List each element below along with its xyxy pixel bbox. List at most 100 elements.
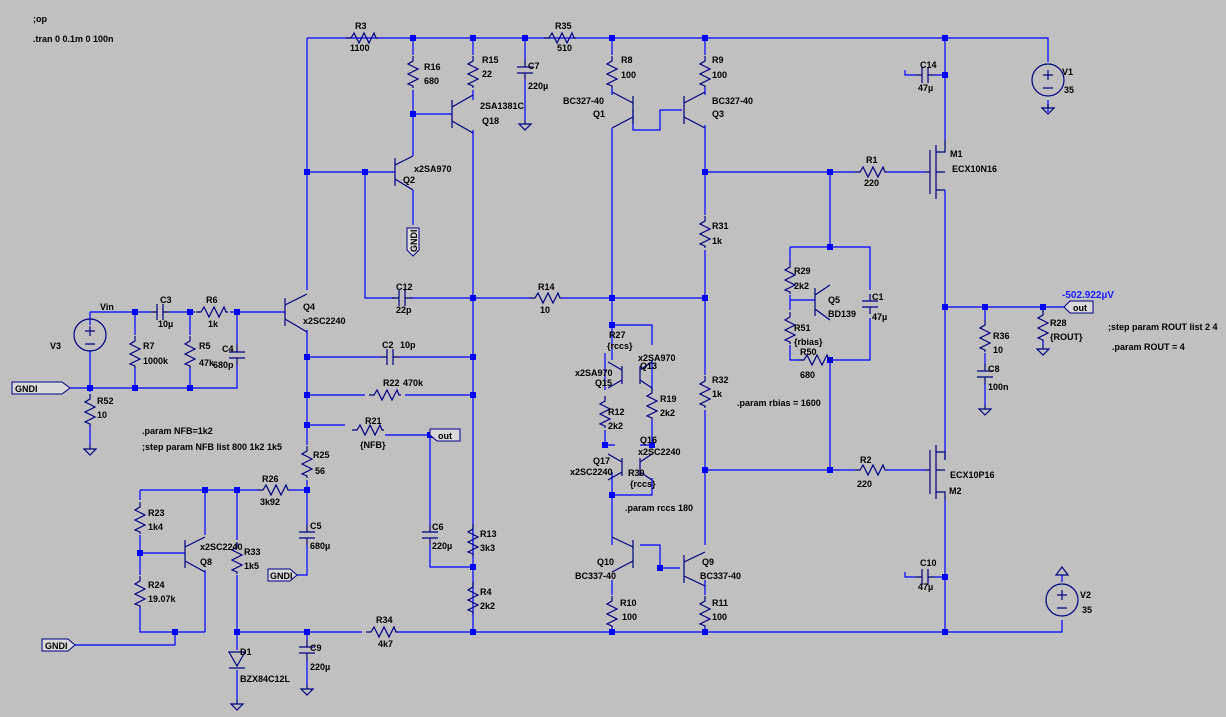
q18-name: Q18 <box>482 116 499 126</box>
r24-value: 19.07k <box>148 594 177 604</box>
r2-name: R2 <box>860 455 872 465</box>
r16-value: 680 <box>424 76 439 86</box>
c10-value: 47µ <box>918 582 933 592</box>
r22-value: 470k <box>403 378 424 388</box>
c1-name: C1 <box>872 292 884 302</box>
q1-model: BC327-40 <box>563 96 604 106</box>
r52-name: R52 <box>97 396 114 406</box>
c4-name: C4 <box>222 344 234 354</box>
net-flag-gnd-left[interactable] <box>11 381 71 395</box>
r6-value: 1k <box>208 319 219 329</box>
r32-value: 1k <box>712 389 723 399</box>
r15-value: 22 <box>482 69 492 79</box>
q2-name: Q2 <box>403 175 415 185</box>
r36-name: R36 <box>993 331 1010 341</box>
q2-model: x2SA970 <box>414 164 452 174</box>
r30-name: R30 <box>628 468 645 478</box>
mosfet-symbols <box>925 140 946 500</box>
c14-value: 47µ <box>918 83 933 93</box>
q8-name: Q8 <box>200 557 212 567</box>
c5-value: 680µ <box>310 541 330 551</box>
r13-value: 3k3 <box>480 543 495 553</box>
r35-name: R35 <box>555 21 572 31</box>
c14-name: C14 <box>920 60 937 70</box>
r34-name: R34 <box>376 615 393 625</box>
q3-model: BC327-40 <box>712 96 753 106</box>
q17-model: x2SC2240 <box>570 467 613 477</box>
directive-param-rccs: .param rccs 180 <box>625 503 693 513</box>
component-labels: R3 1100 R35 510 R16 680 R15 22 C7 220µ 2… <box>50 21 1092 684</box>
source-symbols <box>73 63 1079 617</box>
q3-name: Q3 <box>712 109 724 119</box>
r5-name: R5 <box>199 341 211 351</box>
r36-value: 10 <box>993 345 1003 355</box>
r12-value: 2k2 <box>608 421 623 431</box>
m1-model: ECX10N16 <box>952 164 997 174</box>
r25-value: 56 <box>315 466 325 476</box>
v3-name: V3 <box>50 341 61 351</box>
r9-value: 100 <box>712 70 727 80</box>
r11-name: R11 <box>712 598 728 608</box>
r13-name: R13 <box>480 529 497 539</box>
r28-value: {ROUT} <box>1050 332 1083 342</box>
net-flag-gnd-c5[interactable] <box>267 568 298 582</box>
r29-name: R29 <box>794 266 811 276</box>
transistor-symbols <box>184 91 831 587</box>
r23-name: R23 <box>148 508 165 518</box>
q13-name: Q13 <box>640 361 657 371</box>
junctions <box>87 35 1046 635</box>
q16-model: x2SC2240 <box>638 447 681 457</box>
q4-name: Q4 <box>303 302 315 312</box>
c12-value: 22p <box>396 305 412 315</box>
net-flag-out-mid[interactable] <box>429 428 461 442</box>
r24-name: R24 <box>148 580 165 590</box>
r34-value: 4k7 <box>378 639 393 649</box>
r10-name: R10 <box>620 598 637 608</box>
r29-value: 2k2 <box>794 281 809 291</box>
c6-value: 220µ <box>432 541 452 551</box>
directive-texts: ;op .tran 0 0.1m 0 100n .param NFB=1k2 ;… <box>33 14 1218 513</box>
r7-name: R7 <box>143 341 155 351</box>
net-flag-gnd-bottom[interactable] <box>41 638 76 652</box>
r19-value: 2k2 <box>660 408 675 418</box>
q15-model: x2SA970 <box>575 368 613 378</box>
r8-value: 100 <box>621 70 636 80</box>
r14-name: R14 <box>538 282 555 292</box>
q17-name: Q17 <box>593 456 610 466</box>
c3-value: 10µ <box>158 319 173 329</box>
r32-name: R32 <box>712 375 729 385</box>
c6-name: C6 <box>432 522 444 532</box>
v2-value: 35 <box>1082 605 1092 615</box>
v1-value: 35 <box>1064 85 1074 95</box>
q9-name: Q9 <box>702 557 714 567</box>
ground-symbols <box>83 103 1070 711</box>
v2-name: V2 <box>1080 590 1091 600</box>
r14-value: 10 <box>540 305 550 315</box>
r22-name: R22 <box>383 378 400 388</box>
r19-name: R19 <box>660 394 677 404</box>
r26-name: R26 <box>262 474 279 484</box>
net-flag-gnd-q2[interactable] <box>406 227 420 257</box>
q16-name: Q16 <box>640 435 657 445</box>
c8-value: 100n <box>988 382 1009 392</box>
c9-value: 220µ <box>310 662 330 672</box>
q15-name: Q15 <box>595 378 612 388</box>
c2-name: C2 <box>382 340 394 350</box>
wires <box>12 37 1070 700</box>
m1-name: M1 <box>950 149 963 159</box>
directive-tran: .tran 0 0.1m 0 100n <box>33 34 114 44</box>
net-labels: Vin GNDI GNDI GNDI GNDI out out -502.922… <box>15 230 1114 652</box>
net-flag-out-right[interactable] <box>1063 300 1094 314</box>
directive-op: ;op <box>33 14 47 24</box>
c4-value: 680p <box>213 360 234 370</box>
diode-symbol <box>227 651 247 669</box>
r51-value: {rbias} <box>794 337 823 347</box>
r31-value: 1k <box>712 236 723 246</box>
r5-value: 47k <box>199 358 215 368</box>
r28-name: R28 <box>1050 318 1067 328</box>
directive-param-rbias: .param rbias = 1600 <box>737 398 821 408</box>
q5-model: BD139 <box>828 309 856 319</box>
q13-model: x2SA970 <box>638 353 676 363</box>
r33-value: 1k5 <box>244 561 259 571</box>
